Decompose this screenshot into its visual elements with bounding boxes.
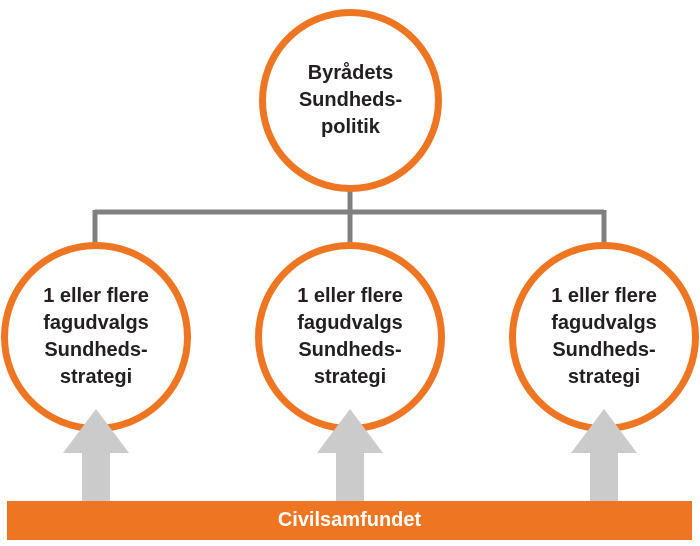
strategy-right-line-3: Sundheds- xyxy=(552,339,656,361)
civilsamfundet-bar-label: Civilsamfundet xyxy=(277,509,422,531)
strategy-circle-left-label: 1 eller flere fagudvalgs Sundheds- strat… xyxy=(43,283,149,391)
strategy-left-line-1: 1 eller flere xyxy=(43,285,149,307)
policy-line-3: politik xyxy=(321,116,380,138)
strategy-center-line-4: strategi xyxy=(313,366,387,388)
strategy-circle-right: 1 eller flere fagudvalgs Sundheds- strat… xyxy=(509,242,699,432)
strategy-right-line-1: 1 eller flere xyxy=(551,285,657,307)
policy-line-1: Byrådets xyxy=(307,62,394,84)
strategy-right-line-2: fagudvalgs xyxy=(551,312,657,334)
strategy-center-line-1: 1 eller flere xyxy=(297,285,403,307)
strategy-left-line-3: Sundheds- xyxy=(44,339,148,361)
strategy-left-line-4: strategi xyxy=(59,366,133,388)
policy-line-2: Sundheds- xyxy=(298,89,403,111)
strategy-center-line-3: Sundheds- xyxy=(298,339,402,361)
policy-circle: Byrådets Sundheds- politik xyxy=(259,9,442,192)
strategy-circle-center: 1 eller flere fagudvalgs Sundheds- strat… xyxy=(255,242,445,432)
policy-circle-label: Byrådets Sundheds- politik xyxy=(299,60,402,141)
strategy-circle-center-label: 1 eller flere fagudvalgs Sundheds- strat… xyxy=(297,283,403,391)
strategy-left-line-2: fagudvalgs xyxy=(43,312,149,334)
strategy-center-line-2: fagudvalgs xyxy=(297,312,403,334)
civilsamfundet-bar: Civilsamfundet xyxy=(7,501,692,540)
strategy-right-line-4: strategi xyxy=(567,366,641,388)
strategy-circle-right-label: 1 eller flere fagudvalgs Sundheds- strat… xyxy=(551,283,657,391)
strategy-circle-left: 1 eller flere fagudvalgs Sundheds- strat… xyxy=(1,242,191,432)
